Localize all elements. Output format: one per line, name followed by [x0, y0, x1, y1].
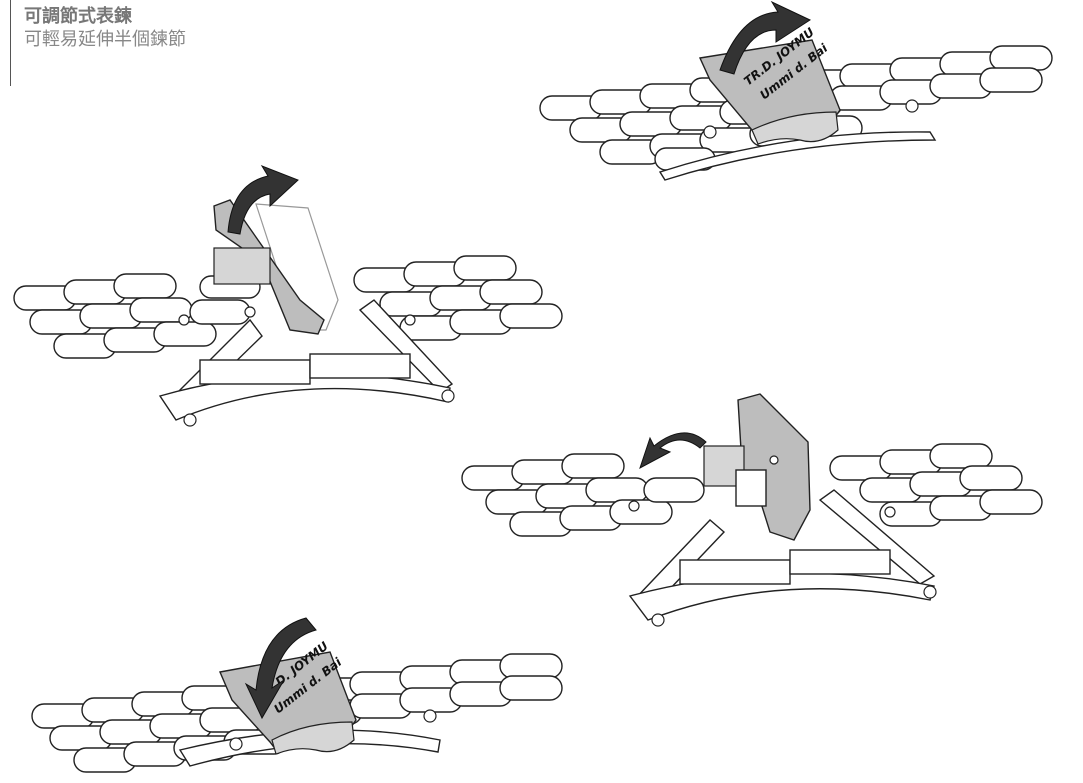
hinge-pin-icon: [923, 585, 937, 599]
screw-icon: [769, 455, 779, 465]
arrow-left-icon: [639, 432, 707, 470]
bracelet-links-left: [461, 453, 705, 537]
caption-block: 可調節式表鍊 可輕易延伸半個鍊節: [24, 6, 186, 52]
screw-icon: [244, 306, 256, 318]
hinge-pin-icon: [651, 613, 665, 627]
screw-icon: [628, 500, 640, 512]
step-4-diagram: TR.D. JOYMU Ummi d. Bai: [31, 617, 563, 773]
caption-title: 可調節式表鍊: [24, 6, 132, 27]
clasp-cover-lifting: [213, 199, 325, 335]
clasp-cover-open: [703, 393, 811, 541]
deployant-frame: [158, 299, 454, 421]
hinge-pin-icon: [183, 413, 197, 427]
step-2-diagram: [13, 165, 563, 427]
bracelet-links: [539, 45, 1053, 181]
arrow-up-right-icon: [719, 0, 812, 75]
screw-icon: [423, 709, 437, 723]
step-1-diagram: TR.D. JOYMU Ummi d. Bai: [539, 0, 1053, 181]
screw-icon: [404, 314, 416, 326]
arrow-down-icon: [244, 617, 317, 720]
caption-subtitle: 可輕易延伸半個鍊節: [24, 29, 186, 50]
screw-icon: [703, 125, 717, 139]
arrow-up-right-icon: [227, 165, 299, 235]
deployant-frame: [628, 489, 936, 621]
bracelet-links-left: [13, 273, 261, 359]
step-3-diagram: [461, 393, 1043, 627]
header-divider: [10, 0, 11, 86]
screw-icon: [884, 506, 896, 518]
hinge-pin-icon: [441, 389, 455, 403]
screw-icon: [905, 99, 919, 113]
screw-icon: [229, 737, 243, 751]
screw-icon: [178, 314, 190, 326]
